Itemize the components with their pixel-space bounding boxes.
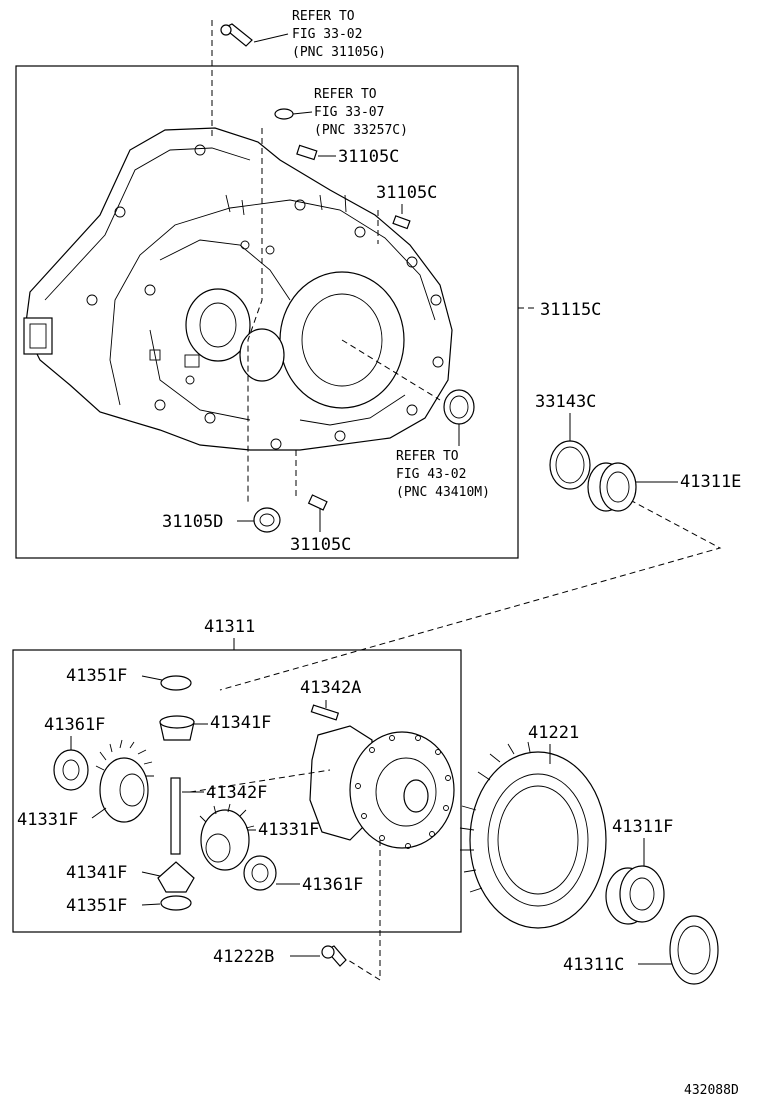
part-label-41311f: 41311F (612, 817, 673, 837)
pin-41342a-drawing (310, 704, 340, 721)
dowel-pin-31105c-a-drawing (296, 144, 318, 161)
refer-note-3-line3: (PNC 43410M) (396, 485, 490, 500)
figure-code: 432088D (684, 1083, 739, 1098)
dowel-pin-31105c-b-drawing (392, 215, 411, 230)
part-label-41221: 41221 (528, 723, 579, 743)
refer-note-2-line3: (PNC 33257C) (314, 123, 408, 138)
refer-note-3-line2: FIG 43-02 (396, 467, 466, 482)
thrust-washer-41361f-a-drawing (53, 749, 89, 791)
part-label-31115c: 31115C (540, 300, 601, 320)
part-label-41351f-a: 41351F (66, 666, 127, 686)
differential-group-frame (12, 649, 462, 933)
leader-line (141, 675, 163, 681)
part-label-31105d: 31105D (162, 512, 223, 532)
part-label-41311: 41311 (204, 617, 255, 637)
pinion-gear-41341f-b-drawing (157, 861, 195, 893)
alignment-line (189, 769, 331, 793)
bolt-31105g-drawing (220, 23, 253, 47)
bearing-41311e-drawing (587, 462, 637, 512)
alignment-line (247, 128, 263, 505)
bearing-41311f-drawing (605, 865, 665, 925)
part-label-41331f-b: 41331F (258, 820, 319, 840)
part-label-31105c-b: 31105C (376, 183, 437, 203)
alignment-line (347, 840, 381, 981)
alignment-line (219, 499, 722, 691)
differential-case-drawing (309, 725, 455, 849)
side-gear-41331f-b-drawing (199, 803, 255, 871)
part-label-41342a: 41342A (300, 678, 361, 698)
refer-note-3-line1: REFER TO (396, 449, 459, 464)
leader-line (141, 871, 161, 877)
plug-33257c-drawing (274, 108, 294, 120)
thrust-washer-41361f-b-drawing (243, 855, 277, 891)
part-label-41341f-b: 41341F (66, 863, 127, 883)
washer-41351f-a-drawing (160, 675, 192, 691)
oil-seal-31105d-drawing (253, 507, 281, 533)
part-label-31105c-c: 31105C (290, 535, 351, 555)
pinion-shaft-41342f-drawing (170, 777, 181, 855)
leader-line (253, 33, 289, 43)
leader-line (91, 807, 107, 819)
part-label-41222b: 41222B (213, 947, 274, 967)
leader-line (141, 903, 161, 906)
shim-41311c-drawing (669, 915, 719, 985)
shim-33143c-drawing (549, 440, 591, 490)
transaxle-housing-drawing (23, 127, 453, 451)
housing-group-frame (15, 65, 519, 559)
part-label-41311e: 41311E (680, 472, 741, 492)
refer-note-1-line3: (PNC 31105G) (292, 45, 386, 60)
dowel-pin-31105c-c-drawing (307, 494, 328, 511)
refer-note-1-line1: REFER TO (292, 9, 355, 24)
part-label-41361f-b: 41361F (302, 875, 363, 895)
part-label-41342f: 41342F (206, 783, 267, 803)
part-label-33143c: 33143C (535, 392, 596, 412)
oil-seal-43410m-drawing (443, 389, 475, 425)
washer-41351f-b-drawing (160, 895, 192, 911)
part-label-41341f-a: 41341F (210, 713, 271, 733)
part-label-41361f-a: 41361F (44, 715, 105, 735)
part-label-41311c: 41311C (563, 955, 624, 975)
leader-line (292, 111, 313, 115)
part-label-41331f-a: 41331F (17, 810, 78, 830)
refer-note-2-line2: FIG 33-07 (314, 105, 384, 120)
bolt-41222b-drawing (321, 945, 347, 967)
refer-note-1-line2: FIG 33-02 (292, 27, 362, 42)
pinion-gear-41341f-a-drawing (159, 715, 195, 741)
part-label-41351f-b: 41351F (66, 896, 127, 916)
refer-note-2-line1: REFER TO (314, 87, 377, 102)
part-label-31105c-a: 31105C (338, 147, 399, 167)
side-gear-41331f-a-drawing (95, 739, 154, 823)
alignment-line (341, 339, 441, 401)
ring-gear-41221-drawing (459, 741, 607, 929)
